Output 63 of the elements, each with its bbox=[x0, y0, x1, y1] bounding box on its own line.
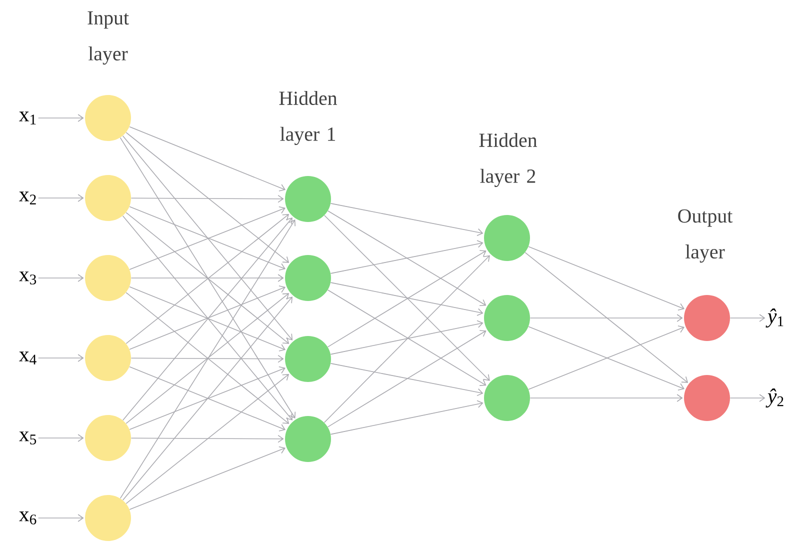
arrow bbox=[330, 282, 484, 316]
arrow bbox=[730, 314, 766, 322]
arrow bbox=[38, 194, 84, 202]
neuron-circle bbox=[484, 375, 530, 421]
arrow bbox=[324, 255, 490, 423]
node-label: ŷ$_{1}$ bbox=[766, 308, 784, 328]
arrow bbox=[120, 220, 296, 499]
neuron-circle bbox=[85, 415, 131, 461]
neuron-circle bbox=[684, 295, 730, 341]
arrow bbox=[130, 434, 284, 443]
arrow bbox=[126, 374, 290, 504]
arrow bbox=[530, 394, 683, 402]
neuron-circle bbox=[85, 495, 131, 541]
neuron-circle bbox=[85, 95, 131, 141]
arrow bbox=[38, 354, 84, 362]
arrow bbox=[327, 330, 486, 428]
arrow bbox=[38, 274, 84, 282]
neuron-circle bbox=[285, 336, 331, 382]
arrow bbox=[129, 446, 286, 510]
arrow bbox=[330, 240, 484, 274]
node-label: x$_{2}$ bbox=[19, 192, 36, 204]
arrow bbox=[122, 296, 293, 501]
neuron-circle bbox=[85, 335, 131, 381]
arrow bbox=[330, 363, 484, 396]
arrow bbox=[130, 354, 284, 363]
neuron-circle bbox=[684, 375, 730, 421]
arrow bbox=[130, 194, 284, 203]
arrow bbox=[330, 203, 484, 236]
neuron-circle bbox=[285, 176, 331, 222]
arrow bbox=[38, 514, 84, 522]
arrow bbox=[327, 250, 486, 348]
neuron-circle bbox=[484, 295, 530, 341]
layer-heading: Input layer bbox=[88, 11, 129, 65]
arrow bbox=[129, 126, 286, 192]
arrow bbox=[38, 434, 84, 442]
arrow bbox=[38, 114, 84, 122]
neuron-circle bbox=[484, 215, 530, 261]
arrow bbox=[122, 135, 293, 340]
arrow bbox=[530, 314, 683, 322]
arrow bbox=[120, 137, 296, 418]
layer-heading: Hidden layer 1 bbox=[279, 91, 338, 145]
node-label: x$_{5}$ bbox=[19, 432, 36, 444]
arrow bbox=[130, 274, 284, 282]
arrow bbox=[324, 215, 490, 381]
layer-heading: Output layer bbox=[678, 209, 733, 263]
arrow bbox=[730, 394, 766, 402]
arrow bbox=[528, 246, 685, 311]
arrow bbox=[328, 210, 486, 306]
node-label: x$_{3}$ bbox=[19, 272, 36, 284]
layer-heading: Hidden layer 2 bbox=[479, 133, 538, 187]
arrow bbox=[126, 132, 290, 263]
arrow bbox=[327, 290, 486, 386]
arrow bbox=[524, 252, 688, 383]
node-label: ŷ$_{2}$ bbox=[766, 388, 784, 408]
neuron-circle bbox=[85, 175, 131, 221]
node-label: x$_{6}$ bbox=[19, 512, 36, 524]
neuron-circle bbox=[85, 255, 131, 301]
arrow bbox=[330, 320, 484, 355]
node-label: x$_{4}$ bbox=[19, 352, 36, 364]
neuron-circle bbox=[285, 255, 331, 301]
arrow bbox=[330, 400, 484, 435]
neuron-circle bbox=[285, 416, 331, 462]
node-label: x$_{1}$ bbox=[19, 112, 36, 124]
